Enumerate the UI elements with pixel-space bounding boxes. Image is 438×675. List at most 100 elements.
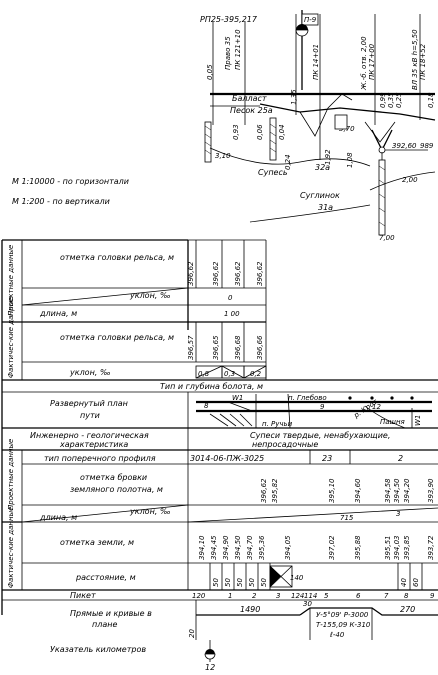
borehole-flag (295, 10, 319, 90)
piket-value: 124 (291, 592, 304, 600)
b1-rail-head: отметка головки рельса, м (60, 253, 174, 262)
b2-ground-value: 393,85 (403, 535, 411, 560)
b2-slope: уклон, ‰ (129, 507, 171, 516)
pk-d-label: ПК 18+52 (419, 43, 427, 80)
plan-glebovo: п. Глебово (288, 394, 327, 402)
b1-fact-rail-head: отметка головки рельса, м (60, 333, 174, 342)
km-label: Указатель километров (50, 645, 146, 654)
b1-fact-slope: уклон, ‰ (69, 368, 111, 377)
depth-label: 0,24 (284, 154, 292, 170)
depth-label: 1,35 (290, 89, 298, 105)
b2-subgrade-2: земляного полотна, м (70, 485, 163, 494)
profile-table: Проектные данные Фактичес-кие данные отм… (1, 239, 438, 672)
scale-horizontal: М 1:10000 - по горизонтали (12, 177, 129, 186)
b2-ground-value: 395,51 (384, 536, 392, 561)
b2-subgrade-value: 395,82 (271, 478, 279, 503)
depth-label: 1,92 (324, 149, 332, 165)
b2-ground-values: 394,10 394,45 394,90 394,50 394,70 395,3… (198, 535, 435, 560)
b2-ground-value: 394,50 (234, 535, 242, 560)
swamp-label: Тип и глубина болота, м (160, 382, 263, 391)
plan-pashnya: Пашня (380, 418, 405, 426)
curves-label-2: плане (92, 620, 117, 629)
b2-distance-value: 50 (236, 578, 244, 587)
curve-side: 20 (188, 629, 196, 638)
b1-proj-length: 1 00 (224, 310, 240, 318)
curve-param: У-5°09' Р-3000 (316, 611, 369, 619)
plan-num: 9 (320, 403, 325, 411)
b1-slope: уклон, ‰ (129, 291, 171, 300)
pk-a-label: ПК 121+10 (234, 29, 242, 70)
b1-proj-rail: 396,62 (234, 261, 242, 286)
b2-length: длина, м (39, 513, 77, 522)
b2-subgrade-1: отметка бровки (80, 473, 147, 482)
borehole-id: П-9 (304, 16, 317, 24)
scale-vertical: М 1:200 - по вертикали (12, 197, 110, 206)
b2-subgrade-value: 394,50 (393, 478, 401, 503)
curve-len: 270 (400, 605, 415, 614)
depth-label: 2,00 (402, 176, 418, 184)
b1-fact-slope-value: 0,8 (198, 370, 210, 378)
b2-cross-type-value: 23 (322, 454, 332, 463)
b2-group-fact: Фактичес-кие данные (7, 507, 15, 588)
b2-subgrade-value: 394,58 (384, 478, 392, 503)
depth-label: 0,18 (427, 92, 435, 108)
b1-proj-rail: 396,62 (256, 261, 264, 286)
suglinok-code: 31а (318, 203, 333, 212)
piket-value: 120 (192, 592, 206, 600)
zh-label: Ж.-б. отв. 2,00 (360, 36, 368, 91)
b2-subgrade-value: 394,60 (354, 478, 362, 503)
b2-ground-value: 394,90 (222, 535, 230, 560)
b2-subgrade-value: 396,62 (260, 478, 268, 503)
vl-label: ВЛ 35 кВ h=5,50 (411, 29, 419, 90)
b2-distance-value: 60 (412, 578, 420, 587)
b2-length-value: 715 (340, 514, 354, 522)
plan-ruchi: п. Ручьи (262, 420, 293, 428)
b1-fact-rail: 396,65 (212, 335, 220, 360)
plan-label-2: пути (80, 411, 100, 420)
track-plan (196, 393, 432, 429)
depth-label: 1,08 (346, 152, 354, 168)
b1-fact-slope-value: 0,3 (224, 370, 235, 378)
ballast-label: Балласт (232, 94, 267, 103)
b2-ground-value: 393,72 (427, 535, 435, 560)
piket-value: 7 (384, 592, 389, 600)
b2-distance-value: 50 (212, 578, 220, 587)
plan-w1-right: W1 (414, 415, 422, 426)
b1-fact-rail: 396,57 (187, 335, 195, 360)
curve-len: 30 (303, 600, 312, 608)
depth-label: 0,05 (206, 64, 214, 80)
b2-ground-value: 394,03 (393, 536, 401, 561)
depth-label: 0,04 (278, 124, 286, 140)
depth-label: 0,25 (395, 92, 403, 108)
depth-label: 7,00 (379, 234, 395, 242)
b2-subgrade-value: 393,90 (427, 478, 435, 503)
b2-distance-value: 50 (260, 578, 268, 587)
piket-value: 5 (324, 592, 329, 600)
piket-value: 8 (404, 592, 409, 600)
b1-fact-slope-value: 0,2 (250, 370, 262, 378)
supes-code: 32а (315, 163, 330, 172)
plan-num: 8 (204, 402, 209, 410)
curve-param: Т-155,09 К-310 (316, 621, 371, 629)
depth-label: 0,35 (387, 92, 395, 108)
curve-param: ℓ-40 (329, 631, 345, 639)
mark-code: 989 (420, 142, 434, 150)
b2-ground-value: 394,70 (246, 535, 254, 560)
mark-label: 392,60 (392, 142, 417, 150)
b2-group-project: Проектные данные (7, 439, 15, 510)
b2-ground-value: 394,45 (210, 535, 218, 560)
geological-section: РП25-395,217 Право 35 ПК 121+10 П-9 ПК 1… (200, 10, 436, 242)
piket-value: 6 (356, 592, 361, 600)
piket-value: 1 (228, 592, 232, 600)
pk-c-label: ПК 17+00 (368, 43, 376, 80)
b1-length: длина, м (39, 309, 77, 318)
b2-distance-cells (209, 563, 423, 590)
b2-ground: отметка земли, м (60, 538, 134, 547)
b2-subgrade-value: 394,20 (403, 478, 411, 503)
borehole-columns (204, 114, 386, 236)
depth-label: 3,10 (215, 152, 231, 160)
b2-subgrade-value: 395,10 (328, 478, 336, 503)
geo-value-1: Супеси твердые, ненабухающие, (250, 431, 390, 440)
b2-cross-type-value: 2 (398, 454, 403, 463)
